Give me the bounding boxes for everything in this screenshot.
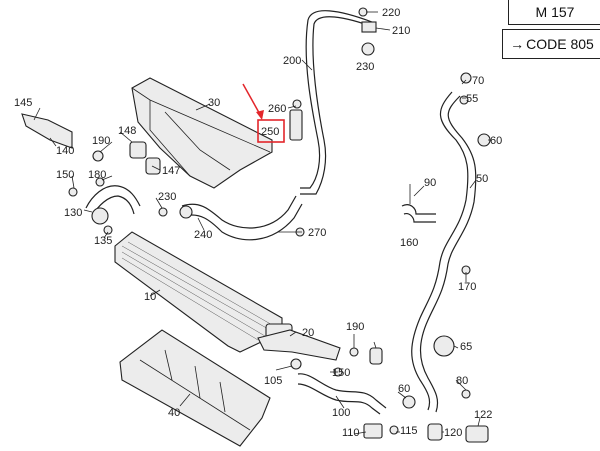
highlight-arrow [242, 83, 264, 120]
callout-150b: 150 [332, 367, 350, 379]
leader-lines [33, 11, 490, 435]
callout-220: 220 [382, 7, 400, 19]
part-hose-160 [401, 184, 436, 223]
callout-labels: 250 220 210 200 230 30 260 145 140 148 1… [14, 7, 502, 439]
callout-130: 130 [64, 207, 82, 219]
callout-50: 50 [476, 173, 488, 185]
callout-10: 10 [144, 291, 156, 303]
callout-140: 140 [56, 145, 74, 157]
callout-190b: 190 [346, 321, 364, 333]
part-underbody-shield [119, 329, 271, 447]
callout-65: 65 [460, 341, 472, 353]
callout-200: 200 [283, 55, 301, 67]
callout-250: 250 [261, 126, 279, 138]
callout-148: 148 [118, 125, 136, 137]
part-bracket [257, 329, 341, 361]
part-coolant-hose [411, 91, 477, 413]
callout-270: 270 [308, 227, 326, 239]
callout-90: 90 [424, 177, 436, 189]
callout-110: 110 [342, 427, 360, 439]
model-label: M 157 [535, 4, 575, 20]
callout-122: 122 [474, 409, 492, 421]
part-vacuum-line [300, 10, 377, 195]
callout-147: 147 [162, 165, 180, 177]
callout-30: 30 [208, 97, 220, 109]
callout-145: 145 [14, 97, 32, 109]
callout-100: 100 [332, 407, 350, 419]
part-charge-pipe [181, 195, 303, 241]
callout-230b: 230 [158, 191, 176, 203]
callout-120: 120 [444, 427, 462, 439]
callout-170: 170 [458, 281, 476, 293]
model-label-box: M 157 [508, 0, 600, 25]
callout-55: 55 [466, 93, 478, 105]
highlight-box [257, 119, 285, 143]
callout-80: 80 [456, 375, 468, 387]
code-arrow-icon: → [510, 36, 525, 52]
callout-105: 105 [264, 375, 282, 387]
callout-230: 230 [356, 61, 374, 73]
callout-60a: 60 [490, 135, 502, 147]
part-hose-130 [85, 185, 141, 225]
code-label-box: → CODE 805 [502, 29, 600, 59]
callout-150: 150 [56, 169, 74, 181]
callout-70: 70 [472, 75, 484, 87]
callout-20: 20 [302, 327, 314, 339]
callout-60b: 60 [398, 383, 410, 395]
part-hose-100 [297, 373, 387, 415]
callout-160: 160 [400, 237, 418, 249]
callout-115: 115 [400, 425, 418, 437]
part-charge-air-duct [131, 77, 273, 189]
callout-40: 40 [168, 407, 180, 419]
code-label: CODE 805 [526, 36, 594, 52]
part-intercooler [114, 231, 293, 353]
callout-210: 210 [392, 25, 410, 37]
callout-180: 180 [88, 169, 106, 181]
callout-240: 240 [194, 229, 212, 241]
small-parts [21, 7, 491, 443]
callout-260: 260 [268, 103, 286, 115]
callout-190: 190 [92, 135, 110, 147]
callout-135: 135 [94, 235, 112, 247]
